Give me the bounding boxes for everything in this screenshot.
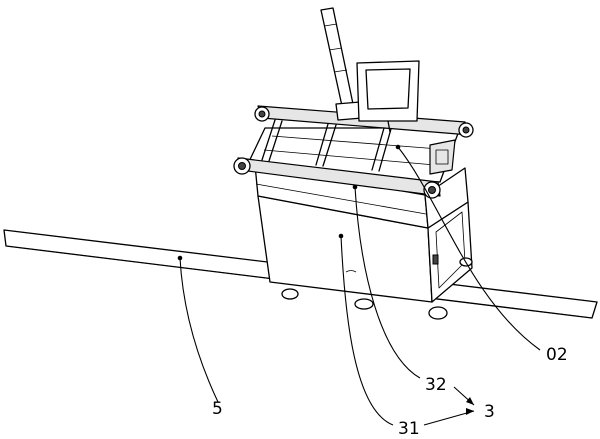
callout-32: 32 xyxy=(425,375,447,395)
callout-5: 5 xyxy=(212,399,223,419)
leader-32 xyxy=(354,186,421,379)
wheel xyxy=(428,306,448,320)
leader-02 xyxy=(397,146,541,351)
top-frame xyxy=(233,105,474,199)
side-vent xyxy=(432,254,439,265)
callout-31: 31 xyxy=(398,419,420,439)
leader-5 xyxy=(179,257,219,403)
lower-body xyxy=(257,195,473,320)
leader-31 xyxy=(340,235,394,426)
handle xyxy=(320,7,363,121)
wheel xyxy=(281,288,299,300)
callout-3: 3 xyxy=(484,402,495,422)
wheel xyxy=(354,298,374,310)
leader-3-b xyxy=(423,410,475,426)
callout-02: 02 xyxy=(546,345,568,365)
display xyxy=(356,60,420,133)
